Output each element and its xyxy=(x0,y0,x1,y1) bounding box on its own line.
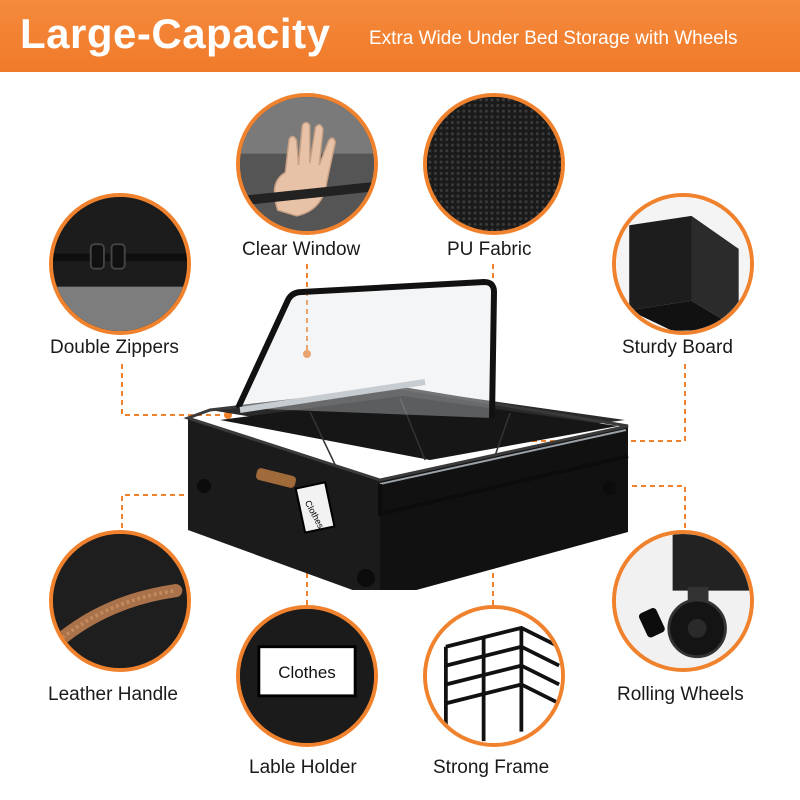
zipper-icon xyxy=(53,197,187,331)
handle-icon xyxy=(53,534,187,668)
storage-bag-illustration: Clothes xyxy=(183,279,629,590)
board-icon xyxy=(616,197,750,331)
label-card-text: Clothes xyxy=(278,663,336,682)
double-zippers-circle xyxy=(49,193,191,335)
banner-title: Large-Capacity xyxy=(20,10,331,57)
sturdy-board-label: Sturdy Board xyxy=(622,337,733,358)
sturdy-board-circle xyxy=(612,193,754,335)
label-card-icon: Clothes xyxy=(240,609,374,743)
clear-window-label: Clear Window xyxy=(242,239,361,260)
pu-fabric-label: PU Fabric xyxy=(447,239,532,260)
rolling-wheels-label: Rolling Wheels xyxy=(617,684,744,705)
fabric-texture-icon xyxy=(427,97,561,231)
hand-window-icon xyxy=(240,97,374,231)
frame-icon xyxy=(427,609,561,743)
leather-handle-label: Leather Handle xyxy=(48,684,178,705)
leather-handle-circle xyxy=(49,530,191,672)
pu-fabric-circle xyxy=(423,93,565,235)
header-banner: Large-Capacity Extra Wide Under Bed Stor… xyxy=(0,0,800,72)
label-holder-label: Lable Holder xyxy=(249,757,357,778)
double-zippers-label: Double Zippers xyxy=(50,337,179,358)
clear-window-circle xyxy=(236,93,378,235)
rolling-wheels-circle xyxy=(612,530,754,672)
strong-frame-circle xyxy=(423,605,565,747)
strong-frame-label: Strong Frame xyxy=(433,757,550,778)
wheel-icon xyxy=(616,534,750,668)
banner-subtitle: Extra Wide Under Bed Storage with Wheels xyxy=(369,28,738,49)
label-holder-circle: Clothes xyxy=(236,605,378,747)
